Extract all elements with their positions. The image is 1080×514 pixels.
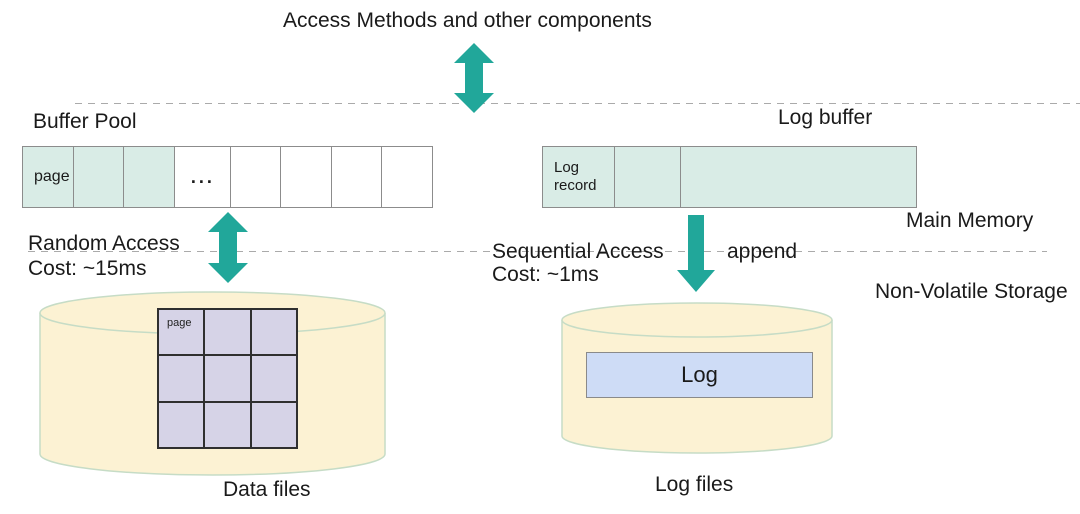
log-buffer-append-down-arrow-icon (677, 215, 715, 292)
storage-boundary-line (28, 251, 1047, 253)
data-page-cell (158, 401, 205, 448)
log-box: Log (586, 352, 813, 398)
buffer-pool-cell (231, 147, 282, 207)
buffer-pool-label: Buffer Pool (33, 110, 137, 133)
log-buffer-cell (615, 147, 681, 207)
data-page-cell (204, 401, 251, 448)
log-buffer-label: Log buffer (778, 106, 873, 129)
append-label: append (727, 240, 798, 263)
data-page-cell (250, 355, 297, 402)
non-volatile-storage-region-label: Non-Volatile Storage (875, 280, 1068, 303)
buffer-pool-cell (281, 147, 332, 207)
log-buffer-cell: Log record (543, 147, 615, 207)
main-memory-region-label: Main Memory (906, 209, 1034, 232)
access-methods-title: Access Methods and other components (283, 9, 652, 32)
buffer-pool-data-files-double-arrow-icon (208, 212, 248, 283)
data-files-caption: Data files (223, 478, 311, 501)
access-methods-double-arrow-icon (454, 43, 494, 113)
data-page-cell (158, 355, 205, 402)
data-page-cell (204, 355, 251, 402)
random-access-label: Random Access (28, 232, 180, 255)
main-memory-boundary-line (75, 103, 1080, 105)
sequential-access-label: Sequential Access (492, 240, 664, 263)
log-buffer-cell (681, 147, 916, 207)
data-page-cell (250, 401, 297, 448)
random-access-cost-label: Cost: ~15ms (28, 257, 147, 280)
sequential-access-cost-label: Cost: ~1ms (492, 263, 599, 286)
buffer-pool-cell: page (23, 147, 74, 207)
data-files-page-grid: page (157, 308, 298, 449)
buffer-pool-cell (382, 147, 432, 207)
data-page-cell (250, 309, 297, 356)
buffer-pool-cell (332, 147, 383, 207)
data-page-cell: page (158, 309, 205, 356)
log-buffer-row: Log record (542, 146, 917, 208)
buffer-pool-cell (73, 147, 125, 207)
log-files-caption: Log files (655, 473, 734, 496)
buffer-pool-row: page... (22, 146, 433, 208)
buffer-pool-cell (124, 147, 175, 207)
log-files-cylinder-top (561, 302, 833, 338)
data-page-cell (204, 309, 251, 356)
buffer-pool-cell: ... (175, 147, 231, 207)
